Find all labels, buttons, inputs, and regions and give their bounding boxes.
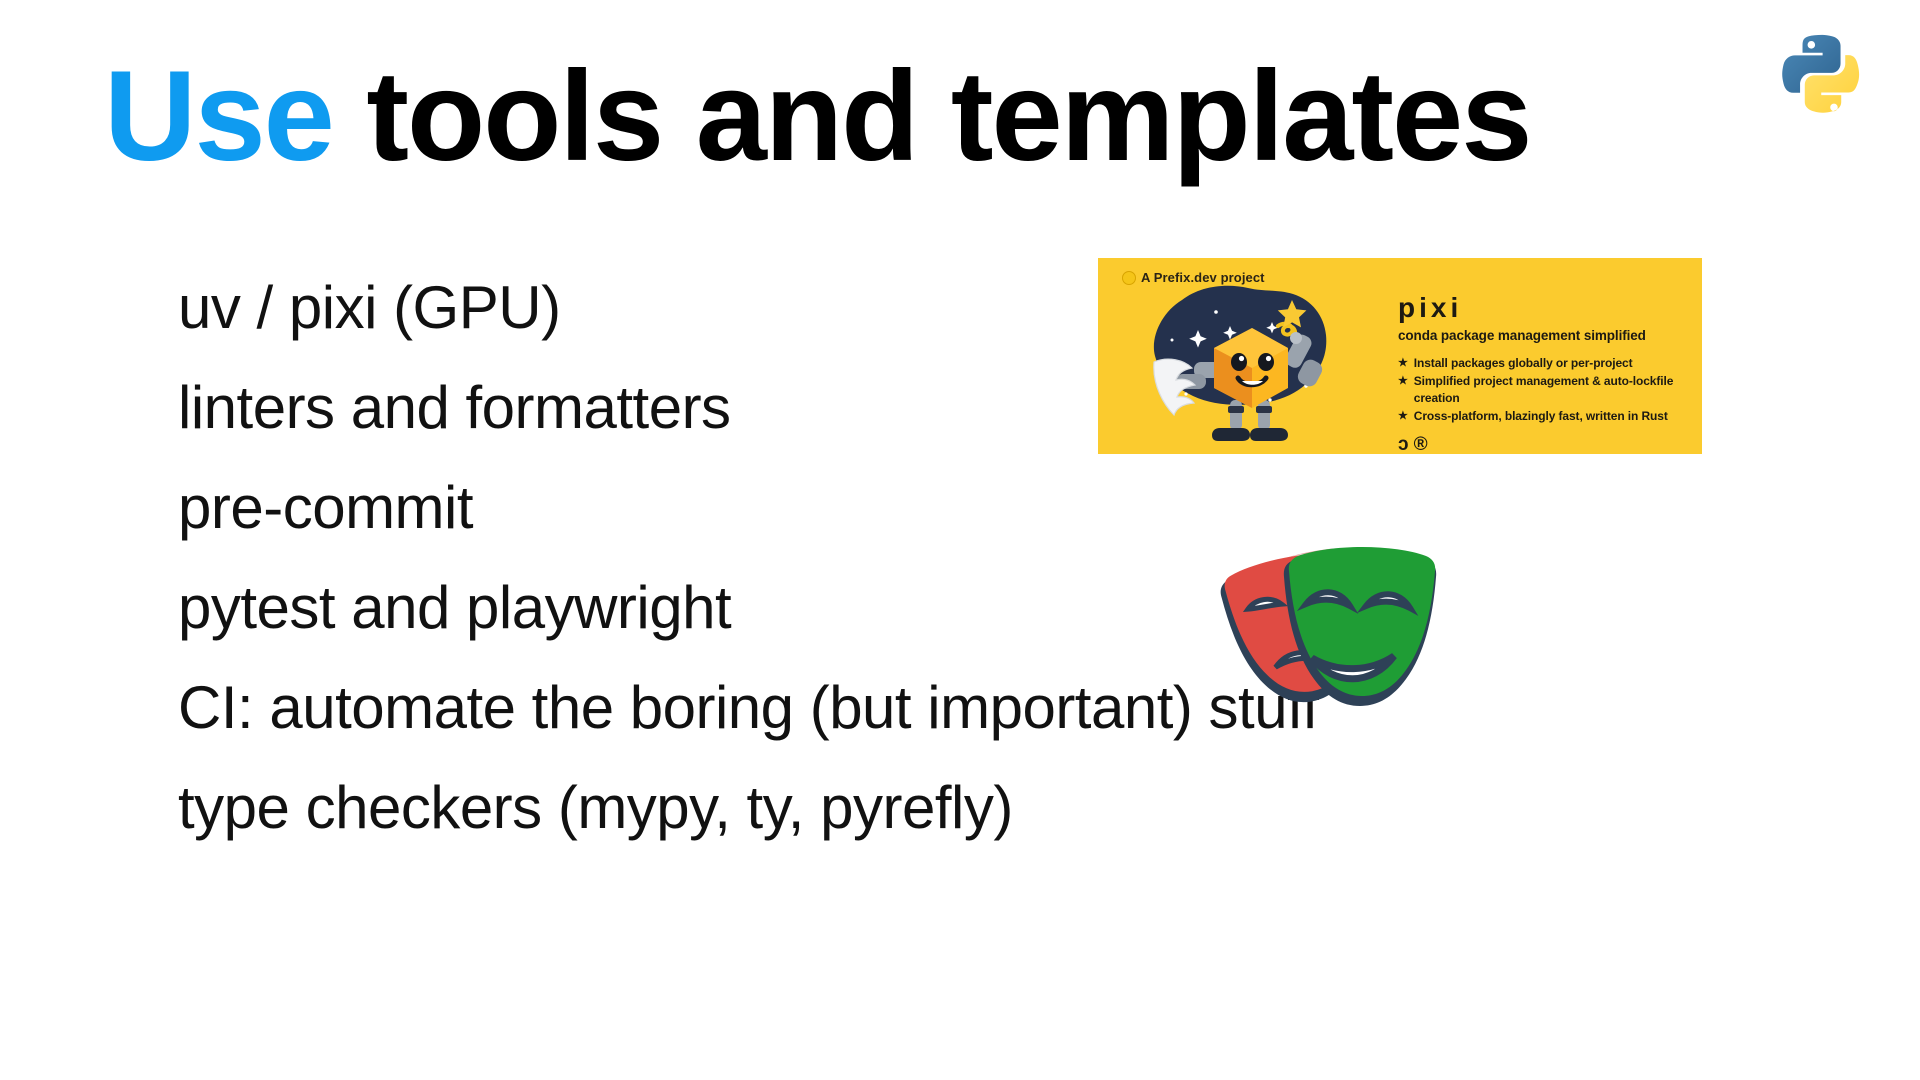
python-logo-icon xyxy=(1774,28,1872,126)
list-item: linters and formatters xyxy=(178,374,731,441)
pixi-footer-logos: ↄ ® xyxy=(1398,435,1698,454)
page-title: Use tools and templates xyxy=(104,45,1532,188)
star-icon: ★ xyxy=(1398,356,1408,369)
bullet-list: uv / pixi (GPU) linters and formatters p… xyxy=(178,258,1678,858)
list-item: uv / pixi (GPU) xyxy=(178,274,561,341)
conda-forge-c-icon: ↄ xyxy=(1398,433,1409,454)
pixi-tagline: conda package management simplified xyxy=(1398,328,1646,343)
list-item: pytest and playwright xyxy=(178,574,732,641)
title-rest: tools and templates xyxy=(332,45,1532,188)
registered-trademark-icon: ® xyxy=(1413,433,1428,454)
list-item: CI: automate the boring (but important) … xyxy=(178,674,1319,741)
pixi-feature-label: Cross-platform, blazingly fast, written … xyxy=(1413,409,1668,424)
pixi-feature-label: Install packages globally or per-project xyxy=(1413,355,1633,370)
title-accent-word: Use xyxy=(104,45,335,188)
star-icon: ★ xyxy=(1398,374,1408,387)
pixi-copy-block: pixi conda package management simplified… xyxy=(1398,294,1698,454)
prefix-dev-tag-label: A Prefix.dev project xyxy=(1141,270,1265,285)
pixi-feature-item: ★ Simplified project management & auto-l… xyxy=(1398,373,1698,409)
pixi-feature-label: Simplified project management & auto-loc… xyxy=(1413,373,1674,406)
list-item: pre-commit xyxy=(178,474,474,541)
star-icon: ★ xyxy=(1398,410,1408,423)
pixi-mascot-illustration xyxy=(1120,282,1388,454)
prefix-dev-tag: A Prefix.dev project xyxy=(1122,270,1265,285)
pixi-banner-image: A Prefix.dev project xyxy=(1098,258,1702,454)
list-item: type checkers (mypy, ty, pyrefly) xyxy=(178,774,1013,841)
pixi-feature-item: ★ Cross-platform, blazingly fast, writte… xyxy=(1398,408,1698,426)
pixi-wordmark: pixi xyxy=(1398,292,1463,323)
performing-arts-emoji-icon xyxy=(1218,536,1474,726)
prefix-dot-icon xyxy=(1122,270,1136,285)
pixi-feature-item: ★ Install packages globally or per-proje… xyxy=(1398,355,1698,373)
